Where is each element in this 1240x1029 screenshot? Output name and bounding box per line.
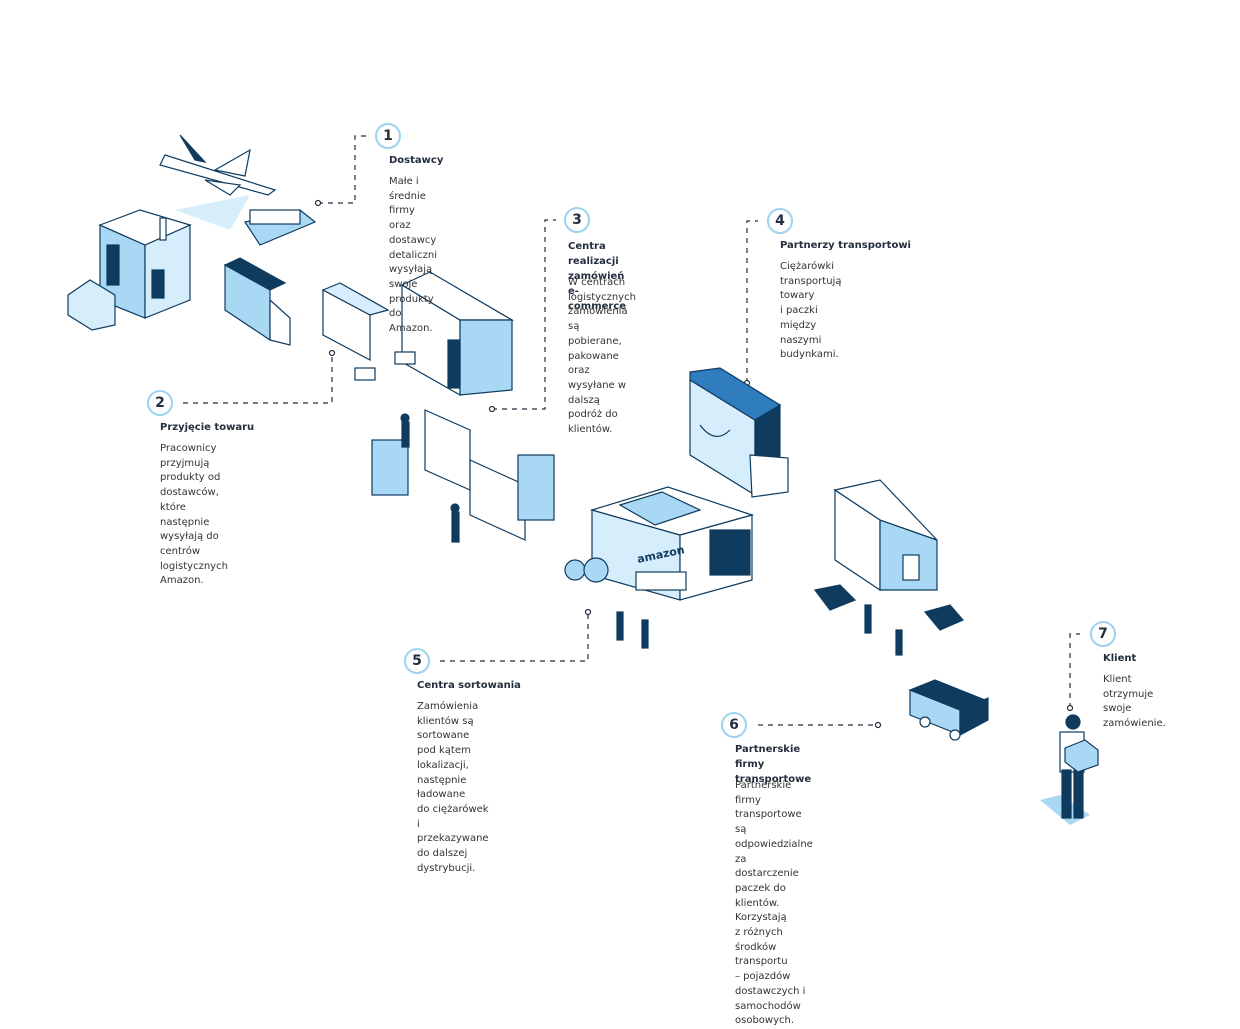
step-number-badge: 5 xyxy=(404,648,430,674)
step-description: Pracownicy przyjmują produkty od dostawc… xyxy=(160,443,228,587)
receiving-dock-icon xyxy=(321,271,515,397)
customer-icon xyxy=(1040,714,1099,825)
sort-center-building-icon: amazon xyxy=(564,486,755,649)
step-number-badge: 1 xyxy=(375,123,401,149)
step-description: Ciężarówki transportują towary i paczki … xyxy=(780,261,842,361)
step-description: Partnerskie firmy transportowe są odpowi… xyxy=(735,780,813,1027)
cargo-ship-icon xyxy=(244,209,317,246)
step-title: Centra sortowania xyxy=(417,680,521,691)
step-description: Małe i średnie firmy oraz dostawcy detal… xyxy=(389,176,437,335)
step-title: Centra realizacji zamówień e-commerce xyxy=(568,241,627,312)
step-title: Przyjęcie towaru xyxy=(160,422,255,433)
step-description: Zamówienia klientów są sortowane pod kąt… xyxy=(417,701,489,874)
delivery-station-icon xyxy=(813,479,964,656)
step-number-badge: 6 xyxy=(721,712,747,738)
connector-lines xyxy=(183,135,1080,726)
transport-truck-icon xyxy=(689,367,789,498)
step-number-badge: 7 xyxy=(1090,621,1116,647)
step-title: Klient xyxy=(1103,653,1137,664)
step-description: Klient otrzymuje swoje zamówienie. xyxy=(1103,674,1166,730)
delivery-van-icon xyxy=(908,679,989,741)
step-number-badge: 2 xyxy=(147,390,173,416)
factory-icon xyxy=(67,209,192,331)
supply-chain-illustration: amazon xyxy=(67,134,1099,825)
airplane-icon xyxy=(159,134,277,230)
step-title: Dostawcy xyxy=(389,155,444,166)
step-number-badge: 4 xyxy=(767,208,793,234)
step-description: W centrach logistycznych zamówienia są p… xyxy=(568,277,636,436)
step-title: Partnerskie firmy transportowe xyxy=(735,744,812,785)
step-number-badge: 3 xyxy=(564,207,590,233)
step-title: Partnerzy transportowi xyxy=(780,240,911,251)
fulfillment-shelves-icon xyxy=(371,409,555,543)
supplier-truck-icon xyxy=(223,257,291,346)
